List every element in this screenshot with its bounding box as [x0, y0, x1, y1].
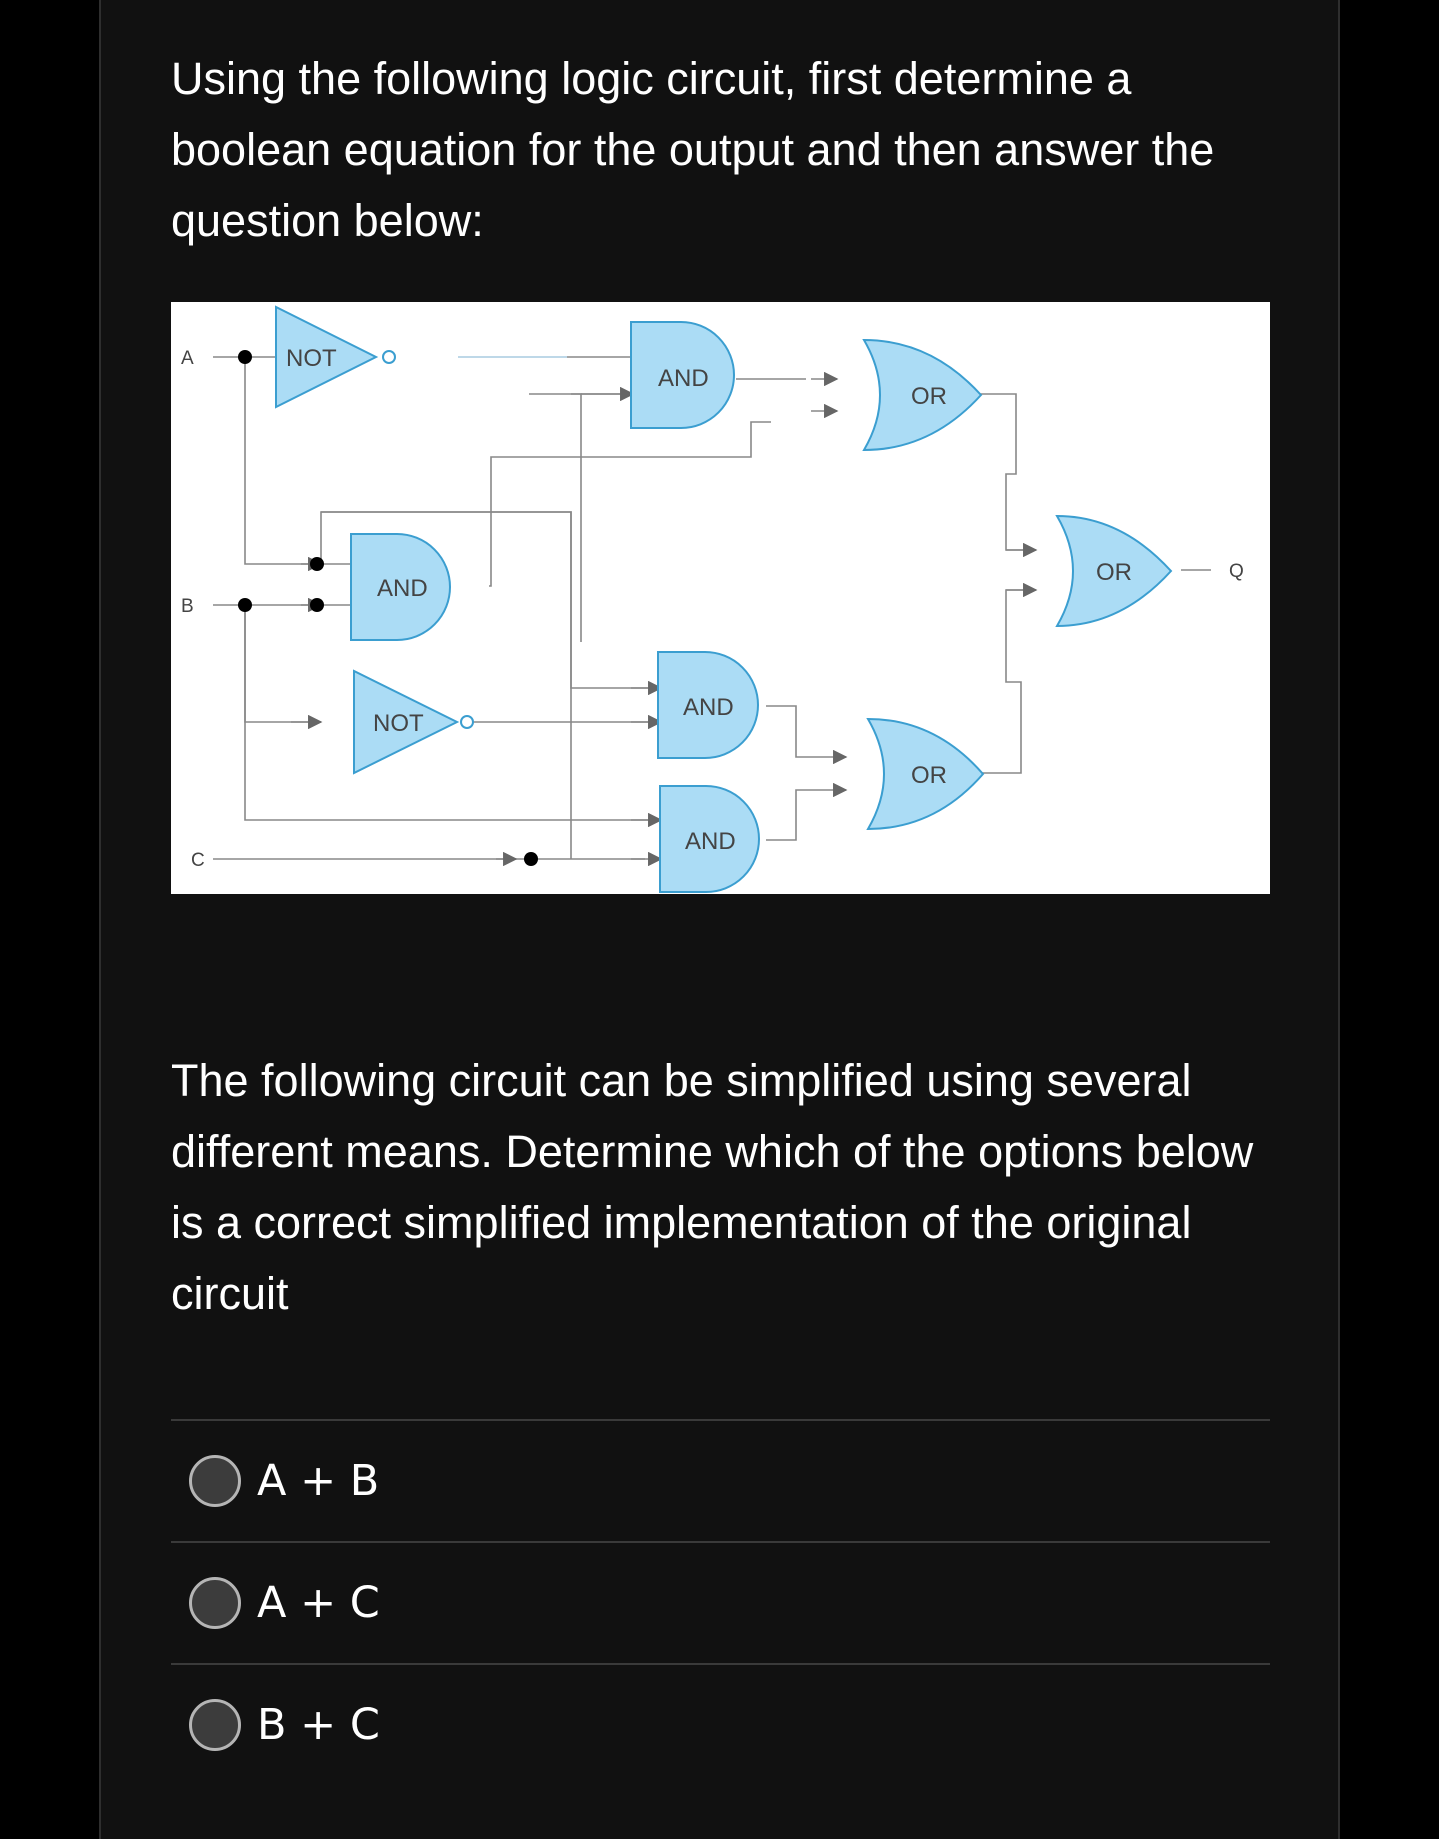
- or-gate-top-label: OR: [911, 383, 947, 410]
- input-label-c: C: [191, 850, 205, 871]
- circuit-arrows: [291, 371, 1038, 867]
- and-gate-ab: AND: [350, 533, 451, 641]
- radio-button[interactable]: [189, 1699, 241, 1751]
- answer-options: A + B A + C B + C: [171, 1419, 1270, 1785]
- junction-dots: [238, 350, 538, 866]
- option-label: A + B: [257, 1456, 380, 1506]
- option-a-plus-c[interactable]: A + C: [171, 1541, 1270, 1663]
- not-gate-b: NOT: [353, 669, 474, 775]
- or-gate-bottom-label: OR: [911, 762, 947, 789]
- or-gate-final: OR: [1055, 514, 1173, 628]
- not-gate-a-label: NOT: [286, 345, 337, 372]
- or-gate-final-label: OR: [1096, 559, 1132, 586]
- not-gate-a: NOT: [275, 305, 396, 409]
- radio-button[interactable]: [189, 1455, 241, 1507]
- or-gate-top: OR: [862, 338, 983, 452]
- radio-button[interactable]: [189, 1577, 241, 1629]
- option-label: B + C: [257, 1700, 380, 1750]
- and-gate-bottom-label: AND: [685, 828, 736, 855]
- and-gate-ab-label: AND: [377, 575, 428, 602]
- option-b-plus-c[interactable]: B + C: [171, 1663, 1270, 1785]
- option-label: A + C: [257, 1578, 380, 1628]
- input-label-b: B: [181, 596, 194, 617]
- and-gate-top: AND: [630, 321, 735, 429]
- and-gate-middle-label: AND: [683, 694, 734, 721]
- circuit-wires: [213, 356, 1211, 860]
- input-label-a: A: [181, 348, 194, 369]
- and-gate-middle: AND: [657, 651, 759, 759]
- option-a-plus-b[interactable]: A + B: [171, 1419, 1270, 1541]
- output-label-q: Q: [1229, 561, 1244, 582]
- question-intro-text: Using the following logic circuit, first…: [171, 53, 1215, 246]
- not-gate-b-label: NOT: [373, 710, 424, 737]
- circuit-svg: NOT AND OR AND OR NOT: [181, 305, 1244, 893]
- or-gate-bottom: OR: [866, 717, 985, 831]
- logic-circuit-diagram: NOT AND OR AND OR NOT: [171, 302, 1270, 894]
- and-gate-top-label: AND: [658, 365, 709, 392]
- and-gate-bottom: AND: [659, 785, 760, 893]
- question-prompt-text: The following circuit can be simplified …: [171, 1055, 1254, 1319]
